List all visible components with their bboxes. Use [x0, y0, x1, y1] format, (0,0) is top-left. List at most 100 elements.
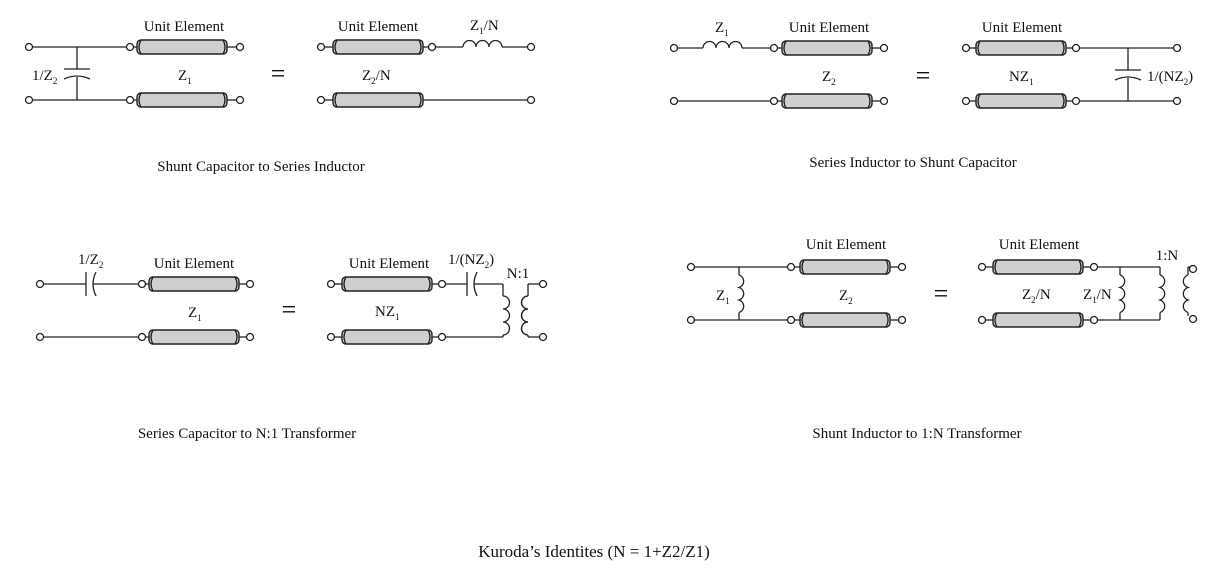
figure-title: Kuroda’s Identites (N = 1+Z2/Z1)	[478, 542, 710, 561]
terminal	[1071, 43, 1081, 53]
identity-caption: Shunt Capacitor to Series Inductor	[157, 159, 364, 175]
identity2-right-circuit: Unit Element NZ1 1/(NZ2)	[961, 20, 1193, 109]
unit-element	[332, 92, 424, 108]
terminal	[1089, 315, 1099, 325]
terminal	[897, 262, 907, 272]
terminal	[538, 332, 548, 342]
line-impedance-label: Z2	[839, 288, 853, 306]
inductor	[462, 39, 503, 48]
terminal	[326, 332, 336, 342]
terminal	[1172, 43, 1182, 53]
unit-element-label: Unit Element	[982, 20, 1063, 36]
unit-element-label: Unit Element	[144, 19, 225, 35]
terminal	[538, 279, 548, 289]
unit-element	[992, 259, 1084, 275]
equals-sign: =	[282, 295, 297, 324]
equals-sign: =	[934, 279, 949, 308]
terminal	[1188, 314, 1198, 324]
terminal	[437, 332, 447, 342]
unit-element	[136, 92, 228, 108]
identity-caption: Series Capacitor to N:1 Transformer	[138, 426, 356, 442]
unit-element	[799, 259, 891, 275]
unit-element-label: Unit Element	[806, 237, 887, 253]
unit-element	[341, 276, 433, 292]
inductor	[702, 40, 743, 49]
unit-element-label: Unit Element	[999, 237, 1080, 253]
capacitor-plate-curved	[63, 75, 91, 80]
terminal	[35, 279, 45, 289]
terminal	[245, 279, 255, 289]
terminal	[526, 95, 536, 105]
terminal	[686, 262, 696, 272]
terminal	[977, 315, 987, 325]
terminal	[526, 42, 536, 52]
capacitor-label: 1/Z2	[32, 68, 57, 86]
identity2-left-circuit: Unit Element Z1 Z2	[669, 20, 889, 109]
identity3-left-circuit: Unit Element 1/Z2 Z1	[35, 252, 255, 345]
identity1-left-circuit: Unit Element 1/Z2 Z1	[24, 19, 245, 108]
inductor-label: Z1/N	[470, 18, 499, 36]
equals-sign: =	[271, 59, 286, 88]
identity4-left-circuit: Unit Element Z1 Z2	[686, 237, 907, 328]
unit-element-label: Unit Element	[154, 256, 235, 272]
terminal	[125, 95, 135, 105]
inductor-label: Z1	[716, 288, 730, 306]
unit-element	[781, 93, 873, 109]
terminal	[786, 315, 796, 325]
inductor-label: Z1	[715, 20, 729, 38]
terminal	[1188, 264, 1198, 274]
terminal	[961, 96, 971, 106]
identity-shunt-inductor-to-1n-transformer: Unit Element Z1 Z2 =	[686, 237, 1198, 442]
terminal	[897, 315, 907, 325]
unit-element-label: Unit Element	[338, 19, 419, 35]
unit-element-label: Unit Element	[789, 20, 870, 36]
terminal	[235, 42, 245, 52]
inductor	[736, 274, 745, 314]
line-impedance-label: Z1	[178, 68, 192, 86]
line-impedance-label: Z2/N	[362, 68, 391, 86]
terminal	[316, 95, 326, 105]
identity1-right-circuit: Unit Element Z1/N Z2/N	[316, 18, 536, 108]
terminal	[769, 96, 779, 106]
identity-caption: Shunt Inductor to 1:N Transformer	[812, 426, 1021, 442]
identity-caption: Series Inductor to Shunt Capacitor	[809, 155, 1016, 171]
terminal	[1172, 96, 1182, 106]
unit-element	[341, 329, 433, 345]
terminal	[879, 96, 889, 106]
terminal	[686, 315, 696, 325]
line-impedance-label: Z1	[188, 305, 202, 323]
terminal	[769, 43, 779, 53]
terminal	[977, 262, 987, 272]
terminal	[35, 332, 45, 342]
identity3-right-circuit: Unit Element 1/(NZ2) NZ1 N:1	[326, 252, 529, 345]
unit-element	[148, 276, 240, 292]
inductor-label: Z1/N	[1083, 287, 1112, 305]
identity-shunt-capacitor-to-series-inductor: Unit Element 1/Z2 Z1 =	[24, 18, 536, 175]
unit-element	[136, 39, 228, 55]
identity4-right-circuit: Unit Element Z2/N Z1/N 1:N	[977, 237, 1198, 328]
unit-element	[799, 312, 891, 328]
terminal	[326, 279, 336, 289]
terminal	[24, 95, 34, 105]
terminal	[137, 279, 147, 289]
terminal	[1089, 262, 1099, 272]
terminal	[235, 95, 245, 105]
transformer-secondary-coil	[520, 279, 548, 342]
unit-element	[332, 39, 424, 55]
terminal	[669, 43, 679, 53]
line-impedance-label: NZ1	[375, 304, 400, 322]
terminal	[427, 42, 437, 52]
terminal	[786, 262, 796, 272]
terminal	[1071, 96, 1081, 106]
line-impedance-label: NZ1	[1009, 69, 1034, 87]
terminal	[24, 42, 34, 52]
line-impedance-label: Z2	[822, 69, 836, 87]
capacitor-label: 1/Z2	[78, 252, 103, 270]
capacitor-label: 1/(NZ2)	[448, 252, 494, 270]
transformer	[1157, 266, 1193, 320]
identity-series-inductor-to-shunt-capacitor: Unit Element Z1 Z2 =	[669, 20, 1193, 171]
terminal	[437, 279, 447, 289]
line-impedance-label: Z2/N	[1022, 287, 1051, 305]
unit-element	[781, 40, 873, 56]
